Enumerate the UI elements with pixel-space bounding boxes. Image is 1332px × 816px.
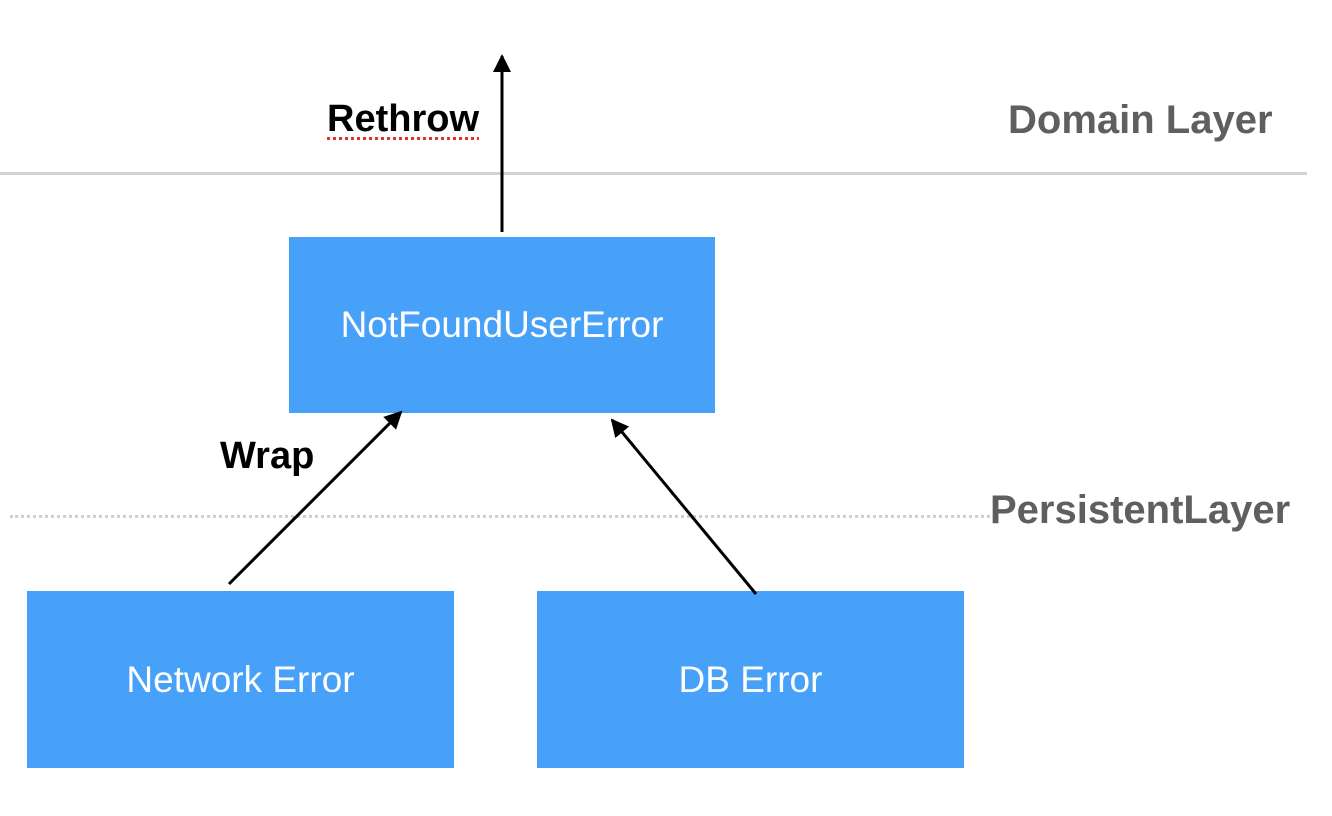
domain-layer-label: Domain Layer xyxy=(1008,98,1273,142)
db-error-node: DB Error xyxy=(537,591,964,768)
domain-layer-divider xyxy=(0,172,1307,175)
db-error-arrow xyxy=(610,418,758,595)
wrap-arrow xyxy=(227,410,403,586)
network-error-node: Network Error xyxy=(27,591,454,768)
not-found-user-error-label: NotFoundUserError xyxy=(340,304,664,345)
db-error-label: DB Error xyxy=(678,658,823,700)
rethrow-label: Rethrow xyxy=(327,98,479,140)
wrap-label: Wrap xyxy=(220,435,315,477)
persistent-layer-label: PersistentLayer xyxy=(990,488,1291,532)
network-error-label: Network Error xyxy=(126,658,355,700)
persistent-layer-divider xyxy=(10,515,990,518)
not-found-user-error-node: NotFoundUserError xyxy=(289,237,715,413)
